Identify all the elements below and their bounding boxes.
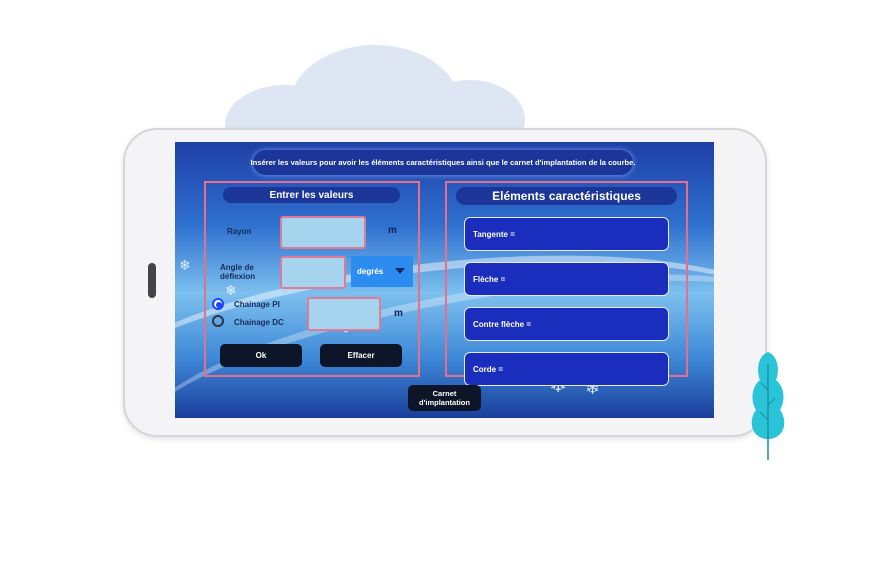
result-field-corde: Corde = [464,352,669,386]
carnet-implantation-button[interactable]: Carnet d'implantation [408,385,481,411]
result-field-contre-fleche: Contre flèche = [464,307,669,341]
clear-button[interactable]: Effacer [320,344,402,367]
app-screen: ❄ ❄ ❄ ❄ ❄ Insérer les valeurs pour avoir… [175,142,714,418]
chainage-unit: m [394,308,403,319]
angle-label-line1: Angle de [220,263,254,272]
angle-label: Angle de déflexion [220,263,255,281]
rayon-label: Rayon [227,227,252,236]
radio-chainage-pi[interactable] [212,298,224,310]
radio-chainage-pi-label[interactable]: Chainage PI [234,300,280,309]
result-field-tangente: Tangente = [464,217,669,251]
radio-chainage-dc-label[interactable]: Chainage DC [234,318,284,327]
phone-side-button [148,263,156,298]
snowflake-icon: ❄ [225,282,237,298]
carnet-label-line2: d'implantation [419,398,470,407]
instruction-banner: Insérer les valeurs pour avoir les éléme… [250,150,636,175]
rayon-unit: m [388,225,397,236]
snowflake-icon: ❄ [179,257,191,273]
carnet-label-line1: Carnet [432,389,457,398]
chainage-input[interactable] [307,297,381,331]
results-panel-title: Eléments caractéristiques [456,187,677,205]
rayon-input[interactable] [280,216,366,249]
input-panel-title: Entrer les valeurs [223,187,400,203]
angle-unit-dropdown[interactable]: degrés [351,256,413,287]
results-panel: Eléments caractéristiques Tangente = Flè… [445,181,688,386]
angle-input[interactable] [280,256,346,289]
angle-unit-selected: degrés [357,267,384,276]
result-field-fleche: Flèche = [464,262,669,296]
radio-chainage-dc[interactable] [212,315,224,327]
ok-button[interactable]: Ok [220,344,302,367]
input-panel: Entrer les valeurs Rayon m Angle de défl… [204,181,420,377]
angle-label-line2: déflexion [220,272,256,281]
dropdown-caret-icon [395,268,405,274]
tree-icon [751,352,785,460]
